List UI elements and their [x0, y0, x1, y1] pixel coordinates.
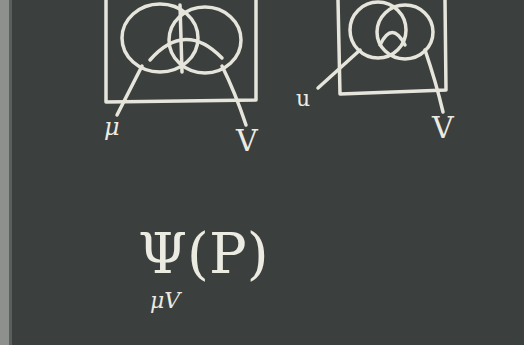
board-edge-shadow [9, 0, 12, 345]
index-label: V [432, 113, 454, 143]
index-label: μ [104, 115, 120, 139]
diagram-frame [106, 0, 256, 102]
loop [380, 33, 405, 46]
loop [150, 39, 222, 60]
board-edge [0, 0, 9, 345]
external-leg [425, 50, 443, 112]
index-label: u [296, 88, 310, 110]
external-leg [318, 50, 360, 88]
propagator [180, 5, 182, 72]
index-label: V [236, 126, 258, 156]
external-leg [117, 66, 142, 115]
external-leg [222, 66, 246, 125]
subscript-label: μV [150, 290, 180, 312]
function-symbol: Ψ(P) [138, 226, 268, 282]
diagram-frame [338, 0, 446, 94]
